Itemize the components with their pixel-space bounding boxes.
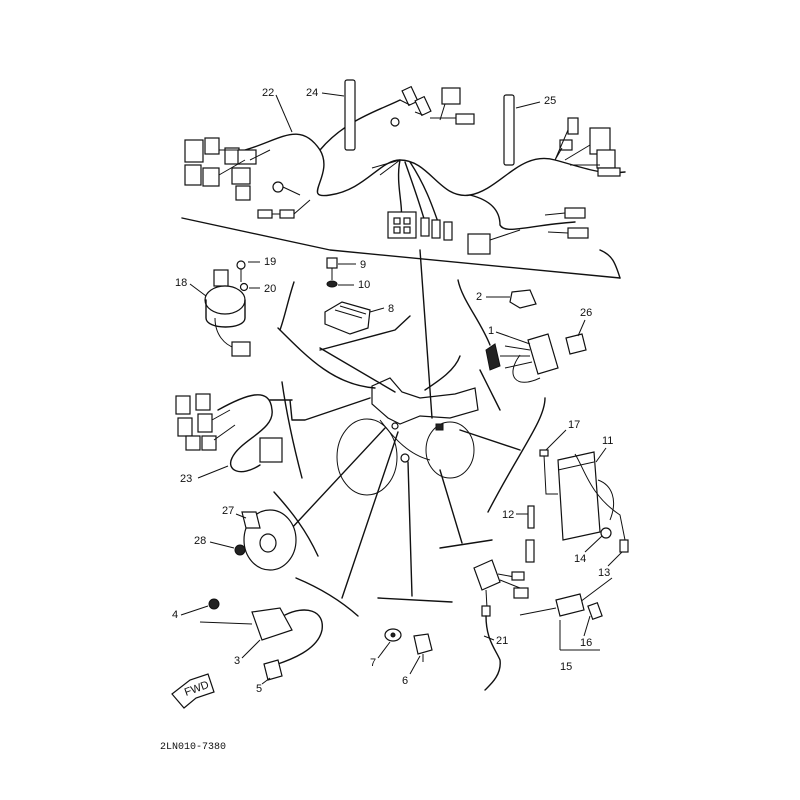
callout-13: 13 xyxy=(598,567,610,579)
leader-lines xyxy=(269,249,546,617)
callout-15: 15 xyxy=(560,661,572,673)
callout-17: 17 xyxy=(568,419,580,431)
callout-8: 8 xyxy=(388,303,394,315)
callout-18: 18 xyxy=(175,277,187,289)
fuse-group xyxy=(519,577,613,651)
callout-16: 16 xyxy=(580,637,592,649)
cable-tie-25-icon xyxy=(503,94,515,166)
drawing-code: 2LN010-7380 xyxy=(160,742,226,753)
horn-group xyxy=(234,509,297,571)
wire-harness-group xyxy=(181,79,626,279)
sender-group xyxy=(384,628,433,662)
callout-25: 25 xyxy=(544,95,556,107)
sub-harness-group xyxy=(175,393,283,473)
callout-4: 4 xyxy=(172,609,178,621)
callout-23: 23 xyxy=(180,473,192,485)
callout-9: 9 xyxy=(360,259,366,271)
callout-12: 12 xyxy=(502,509,514,521)
motorcycle-outline xyxy=(336,377,479,496)
callout-24: 24 xyxy=(306,87,318,99)
callout-10: 10 xyxy=(358,279,370,291)
ignition-coil-group xyxy=(199,598,323,681)
callout-14: 14 xyxy=(574,553,586,565)
callout-7: 7 xyxy=(370,657,376,669)
callout-19: 19 xyxy=(264,256,276,268)
callout-1: 1 xyxy=(488,325,494,337)
callout-22: 22 xyxy=(262,87,274,99)
callout-labels: 22 24 25 19 18 20 9 10 8 2 26 1 23 17 11… xyxy=(172,87,623,695)
callout-26: 26 xyxy=(580,307,592,319)
callout-27: 27 xyxy=(222,505,234,517)
fwd-arrow-icon: FWD xyxy=(171,673,215,709)
main-switch-group xyxy=(204,260,251,357)
relay-group xyxy=(485,289,587,383)
callout-2: 2 xyxy=(476,291,482,303)
callout-11: 11 xyxy=(602,435,613,447)
battery-group xyxy=(525,449,629,563)
neutral-switch-group xyxy=(473,559,529,691)
callout-20: 20 xyxy=(264,283,276,295)
callout-6: 6 xyxy=(402,675,408,687)
callout-3: 3 xyxy=(234,655,240,667)
cable-tie-24-icon xyxy=(344,79,356,151)
callout-28: 28 xyxy=(194,535,206,547)
rectifier-group xyxy=(324,257,371,335)
callout-5: 5 xyxy=(256,683,262,695)
callout-21: 21 xyxy=(496,635,508,647)
